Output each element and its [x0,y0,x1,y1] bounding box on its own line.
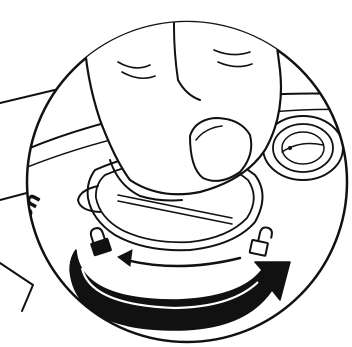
battery-cover-diagram: 6h [0,0,352,347]
